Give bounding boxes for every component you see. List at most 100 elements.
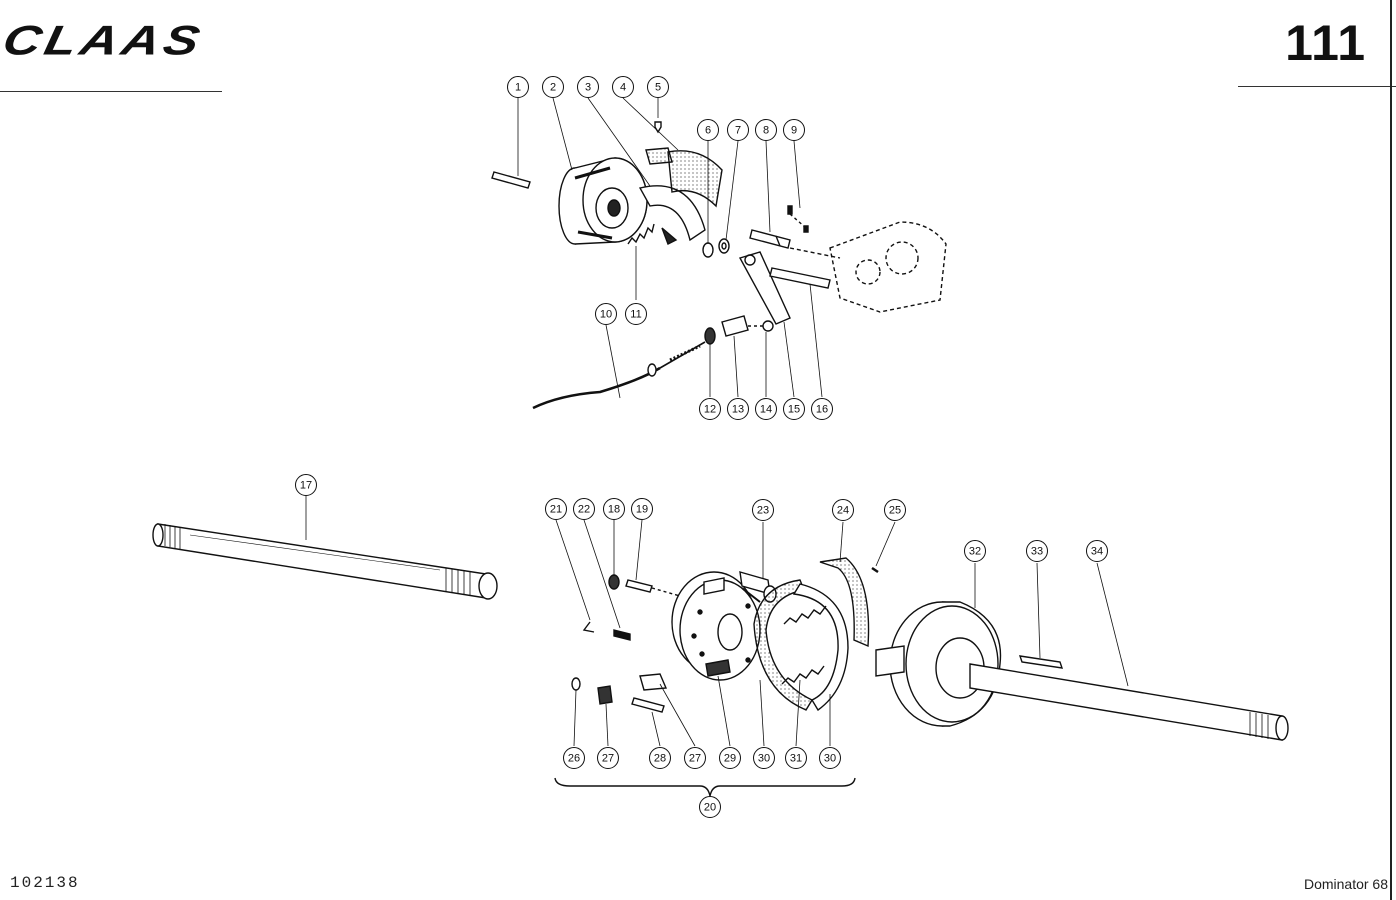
page-border xyxy=(1390,0,1392,900)
callout-label: 15 xyxy=(788,404,800,416)
callout-8: 8 xyxy=(755,119,777,141)
callout-circle xyxy=(603,498,625,520)
callout-14: 14 xyxy=(755,398,777,420)
callout-label: 30 xyxy=(758,753,770,765)
callout-label: 30 xyxy=(824,753,836,765)
callout-label: 2 xyxy=(550,82,556,94)
callout-label: 20 xyxy=(704,802,716,814)
callout-22: 22 xyxy=(573,498,595,520)
callout-circle xyxy=(631,498,653,520)
callout-label: 27 xyxy=(602,753,614,765)
callout-circle xyxy=(785,747,807,769)
callout-label: 16 xyxy=(816,404,828,416)
return-spring-part xyxy=(783,605,827,625)
callout-34: 34 xyxy=(1086,540,1108,562)
nut-part xyxy=(704,327,716,345)
callout-label: 19 xyxy=(636,504,648,516)
callout-circle xyxy=(563,747,585,769)
axle-shaft-part xyxy=(152,523,498,600)
clevis-part xyxy=(721,315,749,337)
callout-circle xyxy=(697,119,719,141)
brake-drum-part xyxy=(558,157,648,245)
callout-2: 2 xyxy=(542,76,564,98)
brake-drum-part xyxy=(875,601,1002,727)
callout-circle xyxy=(625,303,647,325)
bolt-part xyxy=(625,579,653,593)
shaft-pin-part xyxy=(769,267,831,289)
bolt-part xyxy=(631,697,665,713)
callout-12: 12 xyxy=(699,398,721,420)
callout-label: 31 xyxy=(790,753,802,765)
callout-circle xyxy=(783,119,805,141)
cable-part xyxy=(532,366,661,410)
axle-shaft-part xyxy=(969,663,1289,741)
callout-13: 13 xyxy=(727,398,749,420)
callout-11: 11 xyxy=(625,303,647,325)
back-plate-part xyxy=(671,571,761,681)
drawing-number: 102138 xyxy=(10,874,80,892)
callout-label: 12 xyxy=(704,404,716,416)
callout-27: 27 xyxy=(597,747,619,769)
callout-24: 24 xyxy=(832,499,854,521)
callout-circle xyxy=(699,398,721,420)
brake-shoe-part xyxy=(753,579,849,712)
callout-circle xyxy=(1086,540,1108,562)
callout-10: 10 xyxy=(595,303,617,325)
callout-label: 18 xyxy=(608,504,620,516)
nut-part xyxy=(571,677,581,691)
callout-label: 10 xyxy=(600,309,612,321)
callout-9: 9 xyxy=(783,119,805,141)
nut-part xyxy=(608,574,620,590)
callout-circle xyxy=(783,398,805,420)
callout-circle xyxy=(545,498,567,520)
callout-28: 28 xyxy=(649,747,671,769)
callout-circle xyxy=(595,303,617,325)
callout-27: 27 xyxy=(684,747,706,769)
washer-part xyxy=(718,238,730,254)
brake-lining-part xyxy=(819,557,870,648)
callout-circle xyxy=(573,498,595,520)
clip-part xyxy=(582,621,595,633)
callout-circle xyxy=(507,76,529,98)
callout-17: 17 xyxy=(295,474,317,496)
callout-label: 6 xyxy=(705,125,711,137)
callout-label: 13 xyxy=(732,404,744,416)
callout-6: 6 xyxy=(697,119,719,141)
callout-label: 28 xyxy=(654,753,666,765)
callout-31: 31 xyxy=(785,747,807,769)
callout-label: 8 xyxy=(763,125,769,137)
callout-33: 33 xyxy=(1026,540,1048,562)
callout-circle xyxy=(1026,540,1048,562)
callout-23: 23 xyxy=(752,499,774,521)
callout-label: 3 xyxy=(585,82,591,94)
spring-part xyxy=(627,223,655,245)
callout-18: 18 xyxy=(603,498,625,520)
callout-circle xyxy=(295,474,317,496)
callout-label: 4 xyxy=(620,82,626,94)
assembly-bracket xyxy=(554,777,856,797)
callout-circle xyxy=(699,796,721,818)
callout-label: 32 xyxy=(969,546,981,558)
callout-circle xyxy=(753,747,775,769)
pin-part xyxy=(762,320,774,332)
callout-label: 9 xyxy=(791,125,797,137)
lower-axle-assembly xyxy=(152,523,1289,797)
callout-circle xyxy=(597,747,619,769)
machine-model: Dominator 68 xyxy=(1303,876,1388,892)
lever-part xyxy=(738,251,791,325)
callout-circle xyxy=(884,499,906,521)
callout-7: 7 xyxy=(727,119,749,141)
callout-26: 26 xyxy=(563,747,585,769)
callout-19: 19 xyxy=(631,498,653,520)
callout-4: 4 xyxy=(612,76,634,98)
callout-label: 25 xyxy=(889,505,901,517)
upper-brake-assembly xyxy=(491,121,947,410)
block-part xyxy=(639,673,668,691)
adjuster-part xyxy=(597,685,613,705)
leader-lines xyxy=(305,97,1129,747)
callout-circle xyxy=(964,540,986,562)
callout-label: 17 xyxy=(300,480,312,492)
